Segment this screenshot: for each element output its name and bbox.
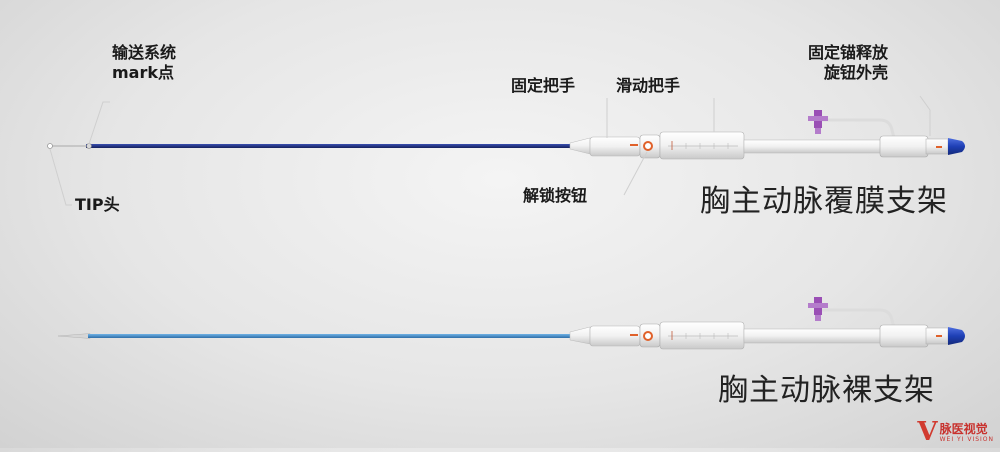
bottom-release-knob [879,324,929,348]
title-covered-stent: 胸主动脉覆膜支架 [700,184,948,219]
top-rod [743,139,885,154]
top-knob-accent [936,146,942,148]
bottom-tip [57,333,91,339]
top-end-cap [948,138,965,155]
label-release-knob: 固定锚释放 旋钮外壳 [808,43,888,83]
bottom-end-cap [948,327,965,345]
brand-logo: V 脉医视觉 WEI YI VISION [917,417,994,447]
label-mark-line1: 输送系统 [112,43,177,62]
top-release-knob [879,135,929,158]
bottom-port-tube [820,308,896,329]
top-scale-ticks [671,141,729,150]
top-shaft [86,144,570,148]
logo-mark: V [917,417,938,447]
label-fixed-handle: 固定把手 [511,76,576,95]
label-mark-point: 输送系统 mark点 [112,43,176,83]
top-fixed-handle [589,136,641,157]
top-port-tube [818,118,896,139]
bottom-handle-accent [630,334,638,336]
label-slide-handle: 滑动把手 [616,76,681,95]
logo-text: 脉医视觉 [939,422,988,436]
bottom-device [57,297,965,350]
top-leader-lines [49,95,931,206]
bottom-unlock-button [643,331,653,341]
label-mark-line2: mark点 [112,63,175,82]
title-bare-stent: 胸主动脉裸支架 [718,373,935,408]
logo-subtext: WEI YI VISION [939,436,994,443]
label-unlock-button: 解锁按钮 [523,186,588,205]
label-release-line1: 固定锚释放 [808,43,889,62]
label-tip: TIP头 [75,195,120,214]
top-mark-point [86,143,92,149]
bottom-taper [569,326,591,345]
top-unlock-button [643,141,653,151]
bottom-shaft [88,334,570,338]
bottom-rod [743,328,885,344]
bottom-stopcock [808,297,828,321]
top-device [47,95,965,206]
top-taper [569,137,591,155]
bottom-scale-ticks [671,331,729,340]
top-stopcock [808,110,828,134]
label-release-line2: 旋钮外壳 [824,63,889,82]
top-handle-accent [630,144,638,146]
top-tip-point [47,143,53,149]
bottom-knob-accent [936,335,942,337]
